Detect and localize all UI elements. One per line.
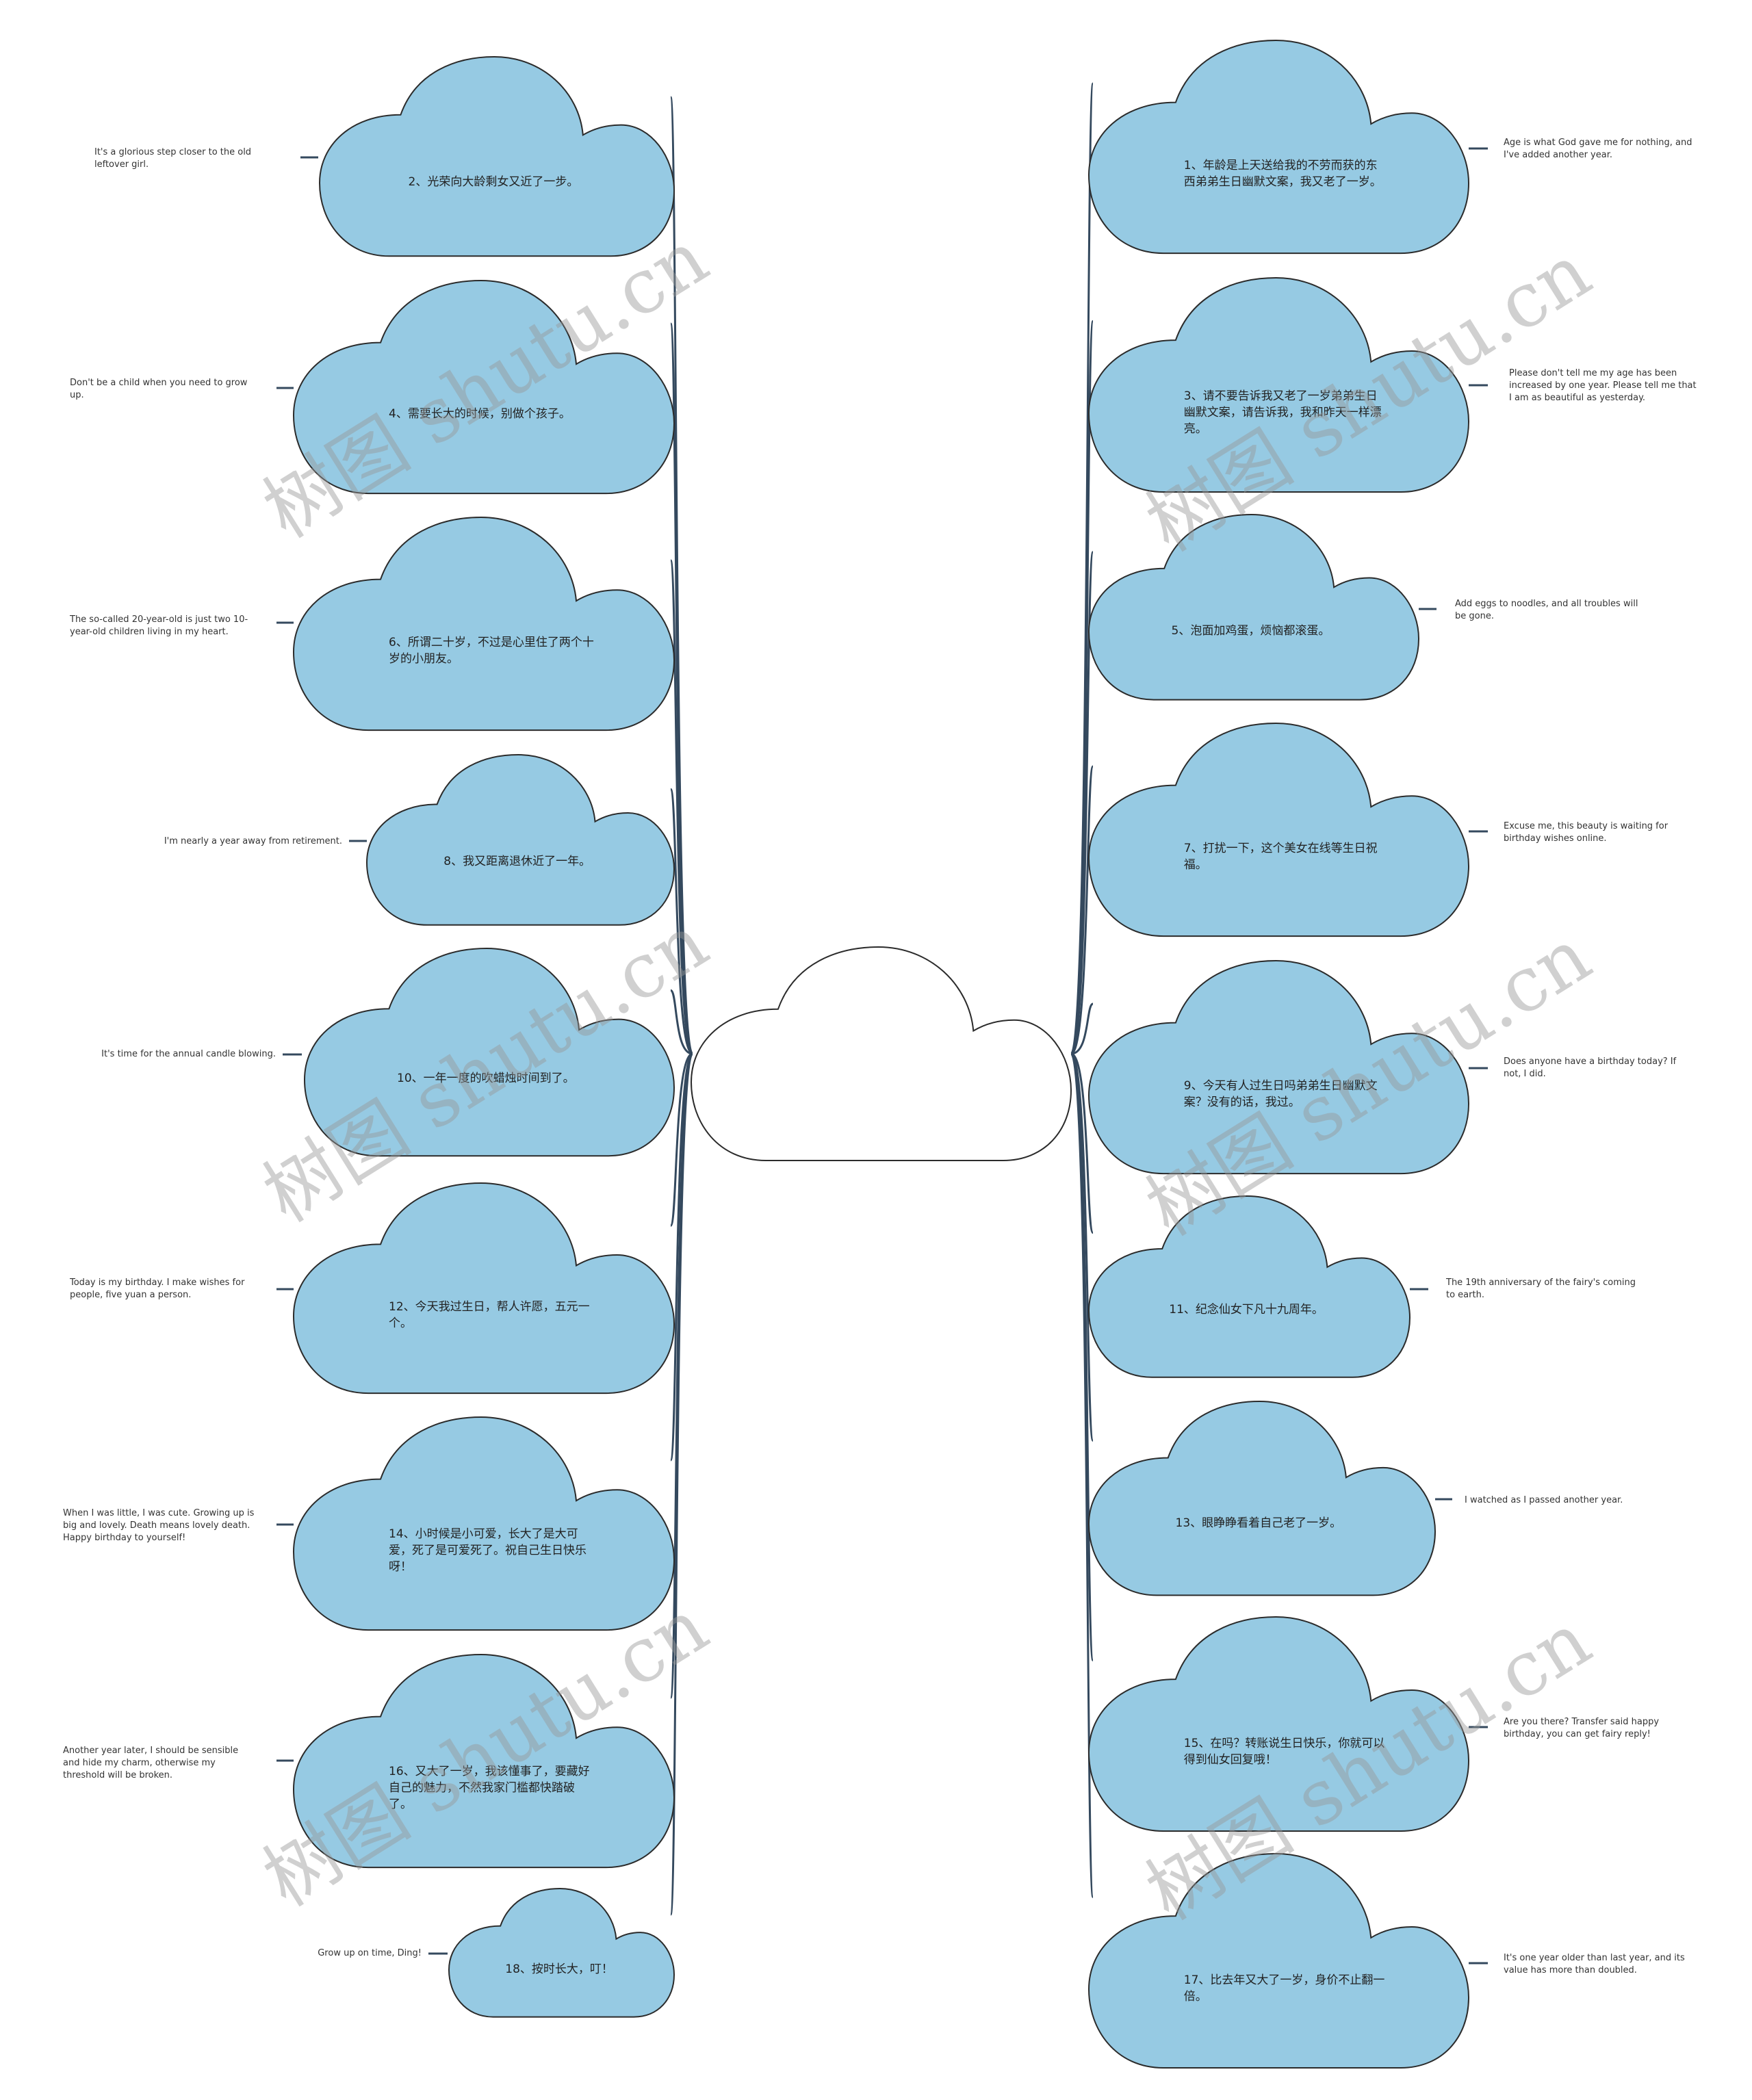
left-topic-cloud [303,947,675,1157]
connector-line [669,322,694,1055]
right-topic-cloud [1087,513,1420,701]
left-topic-text: 18、按时长大，叮！ [505,1962,613,1976]
left-subtopic-label: I'm nearly a year away from retirement. [164,836,342,846]
connector-line [1070,1052,1094,1442]
left-topic-text: 12、今天我过生日，帮人许愿，五元一个。 [389,1299,590,1330]
right-subtopic-label: I watched as I passed another year. [1465,1495,1623,1505]
right-subtopic-label: Does anyone have a birthday today? If no… [1504,1057,1677,1079]
connector-line [669,989,693,1055]
left-topic-text: 2、光荣向大龄剩女又近了一步。 [408,174,579,189]
left-subtopic-label: Grow up on time, Ding! [318,1948,422,1958]
left-topic-text: 14、小时候是小可爱，长大了是大可爱，死了是可爱死了。祝自己生日快乐呀！ [389,1527,587,1574]
left-subtopic-label: It's a glorious step closer to the old l… [94,147,252,170]
right-topic-cloud [1087,1400,1437,1596]
right-topic-text: 17、比去年又大了一岁，身价不止翻一倍。 [1183,1973,1385,2004]
right-topic-cloud [1087,276,1470,493]
left-topic-cloud [318,55,675,257]
connector-line [669,1052,693,1227]
left-subtopic-label: Don't be a child when you need to grow u… [70,378,248,400]
connector-line [1070,551,1094,1055]
left-topic-cloud [448,1887,675,2018]
right-topic-cloud [1087,959,1470,1175]
left-topic-cloud [365,753,675,926]
left-subtopic-label: When I was little, I was cute. Growing u… [63,1508,255,1543]
right-topic-cloud [1087,39,1470,255]
left-topic-cloud [292,1182,675,1395]
left-topic-text: 4、需要长大的时候，别做个孩子。 [389,407,571,422]
right-topic-text: 9、今天有人过生日吗弟弟生日幽默文案？没有的话，我过。 [1183,1079,1378,1110]
left-topic-text: 10、一年一度的吹蜡烛时间到了。 [397,1072,575,1086]
right-topic-text: 7、打扰一下，这个美女在线等生日祝福。 [1183,842,1378,872]
right-topic-cloud [1087,1616,1470,1832]
right-topic-text: 3、请不要告诉我又老了一岁弟弟生日幽默文案，请告诉我，我和昨天一样漂亮。 [1183,389,1382,436]
connector-line [669,788,693,1055]
left-topic-text: 8、我又距离退休近了一年。 [443,855,591,869]
right-topic-text: 5、泡面加鸡蛋，烦恼都滚蛋。 [1171,623,1330,638]
connector-line [1070,1052,1094,1234]
right-subtopic-label: Please don't tell me my age has been inc… [1509,368,1697,403]
right-subtopic-label: The 19th anniversary of the fairy's comi… [1446,1278,1636,1300]
connector-line [669,1052,694,1462]
right-topic-cloud [1087,1195,1411,1378]
right-subtopic-label: Are you there? Transfer said happy birth… [1504,1717,1660,1739]
connector-line [1070,1002,1094,1055]
connector-line [669,559,694,1055]
right-topic-cloud [1087,1852,1470,2069]
connector-line [669,1052,694,1916]
left-subtopic-label: Another year later, I should be sensible… [63,1746,239,1780]
right-subtopic-label: Age is what God gave me for nothing, and… [1504,138,1692,160]
right-subtopic-label: Add eggs to noodles, and all troubles wi… [1455,599,1638,621]
right-topic-text: 15、在吗？转账说生日快乐，你就可以得到仙女回复哦！ [1183,1736,1385,1767]
left-topic-cloud [292,1416,675,1631]
left-topic-cloud [292,516,675,731]
left-subtopic-label: It's time for the annual candle blowing. [101,1049,276,1059]
connector-line [1070,765,1094,1055]
right-subtopic-label: Excuse me, this beauty is waiting for bi… [1504,821,1669,844]
right-topic-cloud [1087,722,1470,937]
right-subtopic-label: It's one year older than last year, and … [1504,1953,1685,1975]
center-topic-cloud [690,946,1072,1161]
left-subtopic-label: Today is my birthday. I make wishes for … [70,1278,245,1300]
left-subtopic-label: The so-called 20-year-old is just two 10… [70,614,248,637]
connector-line [1070,320,1094,1055]
left-topic-cloud [292,279,675,495]
left-topic-cloud [292,1653,675,1869]
right-topic-text: 13、眼睁睁看着自己老了一岁。 [1175,1516,1342,1530]
left-topic-text: 6、所谓二十岁，不过是心里住了两个十岁的小朋友。 [389,636,594,666]
connector-line [1070,1052,1094,1898]
right-topic-text: 1、年龄是上天送给我的不劳而获的东西弟弟生日幽默文案，我又老了一岁。 [1183,159,1382,190]
right-topic-text: 11、纪念仙女下凡十九周年。 [1169,1303,1324,1317]
left-topic-text: 16、又大了一岁，我该懂事了，要藏好自己的魅力，不然我家门槛都快踏破了。 [389,1765,590,1812]
